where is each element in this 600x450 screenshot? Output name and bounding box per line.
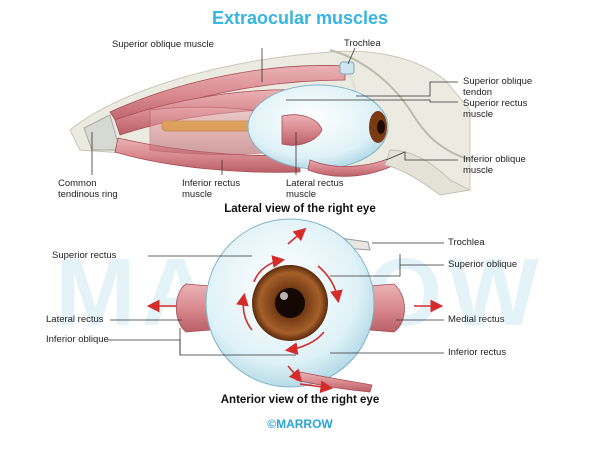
label-inferior-oblique: Inferior oblique bbox=[46, 334, 109, 345]
caption-anterior-view: Anterior view of the right eye bbox=[0, 394, 600, 406]
label-inferior-oblique-muscle-line1: Inferior oblique bbox=[463, 154, 526, 165]
label-medial-rectus: Medial rectus bbox=[448, 314, 505, 325]
medial-rectus-anterior bbox=[370, 284, 405, 332]
anterior-view bbox=[108, 219, 444, 392]
label-superior-oblique-muscle: Superior oblique muscle bbox=[112, 39, 214, 50]
label-superior-oblique-tendon-line2: tendon bbox=[463, 87, 492, 98]
label-common-ring-line2: tendinous ring bbox=[58, 189, 118, 200]
brand-logo: ©MARROW bbox=[0, 417, 600, 431]
label-lateral-rectus: Lateral rectus bbox=[46, 314, 104, 325]
lateral-view bbox=[70, 48, 470, 195]
caption-lateral-view: Lateral view of the right eye bbox=[0, 203, 600, 215]
pupil bbox=[275, 288, 305, 318]
label-inferior-rectus-muscle-line1: Inferior rectus bbox=[182, 178, 240, 189]
label-superior-rectus: Superior rectus bbox=[52, 250, 116, 261]
lateral-rectus-anterior bbox=[176, 284, 210, 332]
label-common-ring-line1: Common bbox=[58, 178, 97, 189]
label-inferior-rectus: Inferior rectus bbox=[448, 347, 506, 358]
label-superior-rectus-muscle-line1: Superior rectus bbox=[463, 98, 527, 109]
iris-highlight bbox=[280, 292, 288, 300]
label-superior-oblique: Superior oblique bbox=[448, 259, 517, 270]
label-trochlea-lateral: Trochlea bbox=[344, 38, 381, 49]
label-inferior-oblique-muscle-line2: muscle bbox=[463, 165, 493, 176]
label-superior-oblique-tendon-line1: Superior oblique bbox=[463, 76, 532, 87]
label-trochlea-anterior: Trochlea bbox=[448, 237, 485, 248]
label-superior-rectus-muscle-line2: muscle bbox=[463, 109, 493, 120]
pupil-lateral bbox=[377, 120, 385, 134]
label-inferior-rectus-muscle-line2: muscle bbox=[182, 189, 212, 200]
trochlea bbox=[340, 62, 354, 74]
label-lateral-rectus-muscle-line1: Lateral rectus bbox=[286, 178, 344, 189]
label-lateral-rectus-muscle-line2: muscle bbox=[286, 189, 316, 200]
